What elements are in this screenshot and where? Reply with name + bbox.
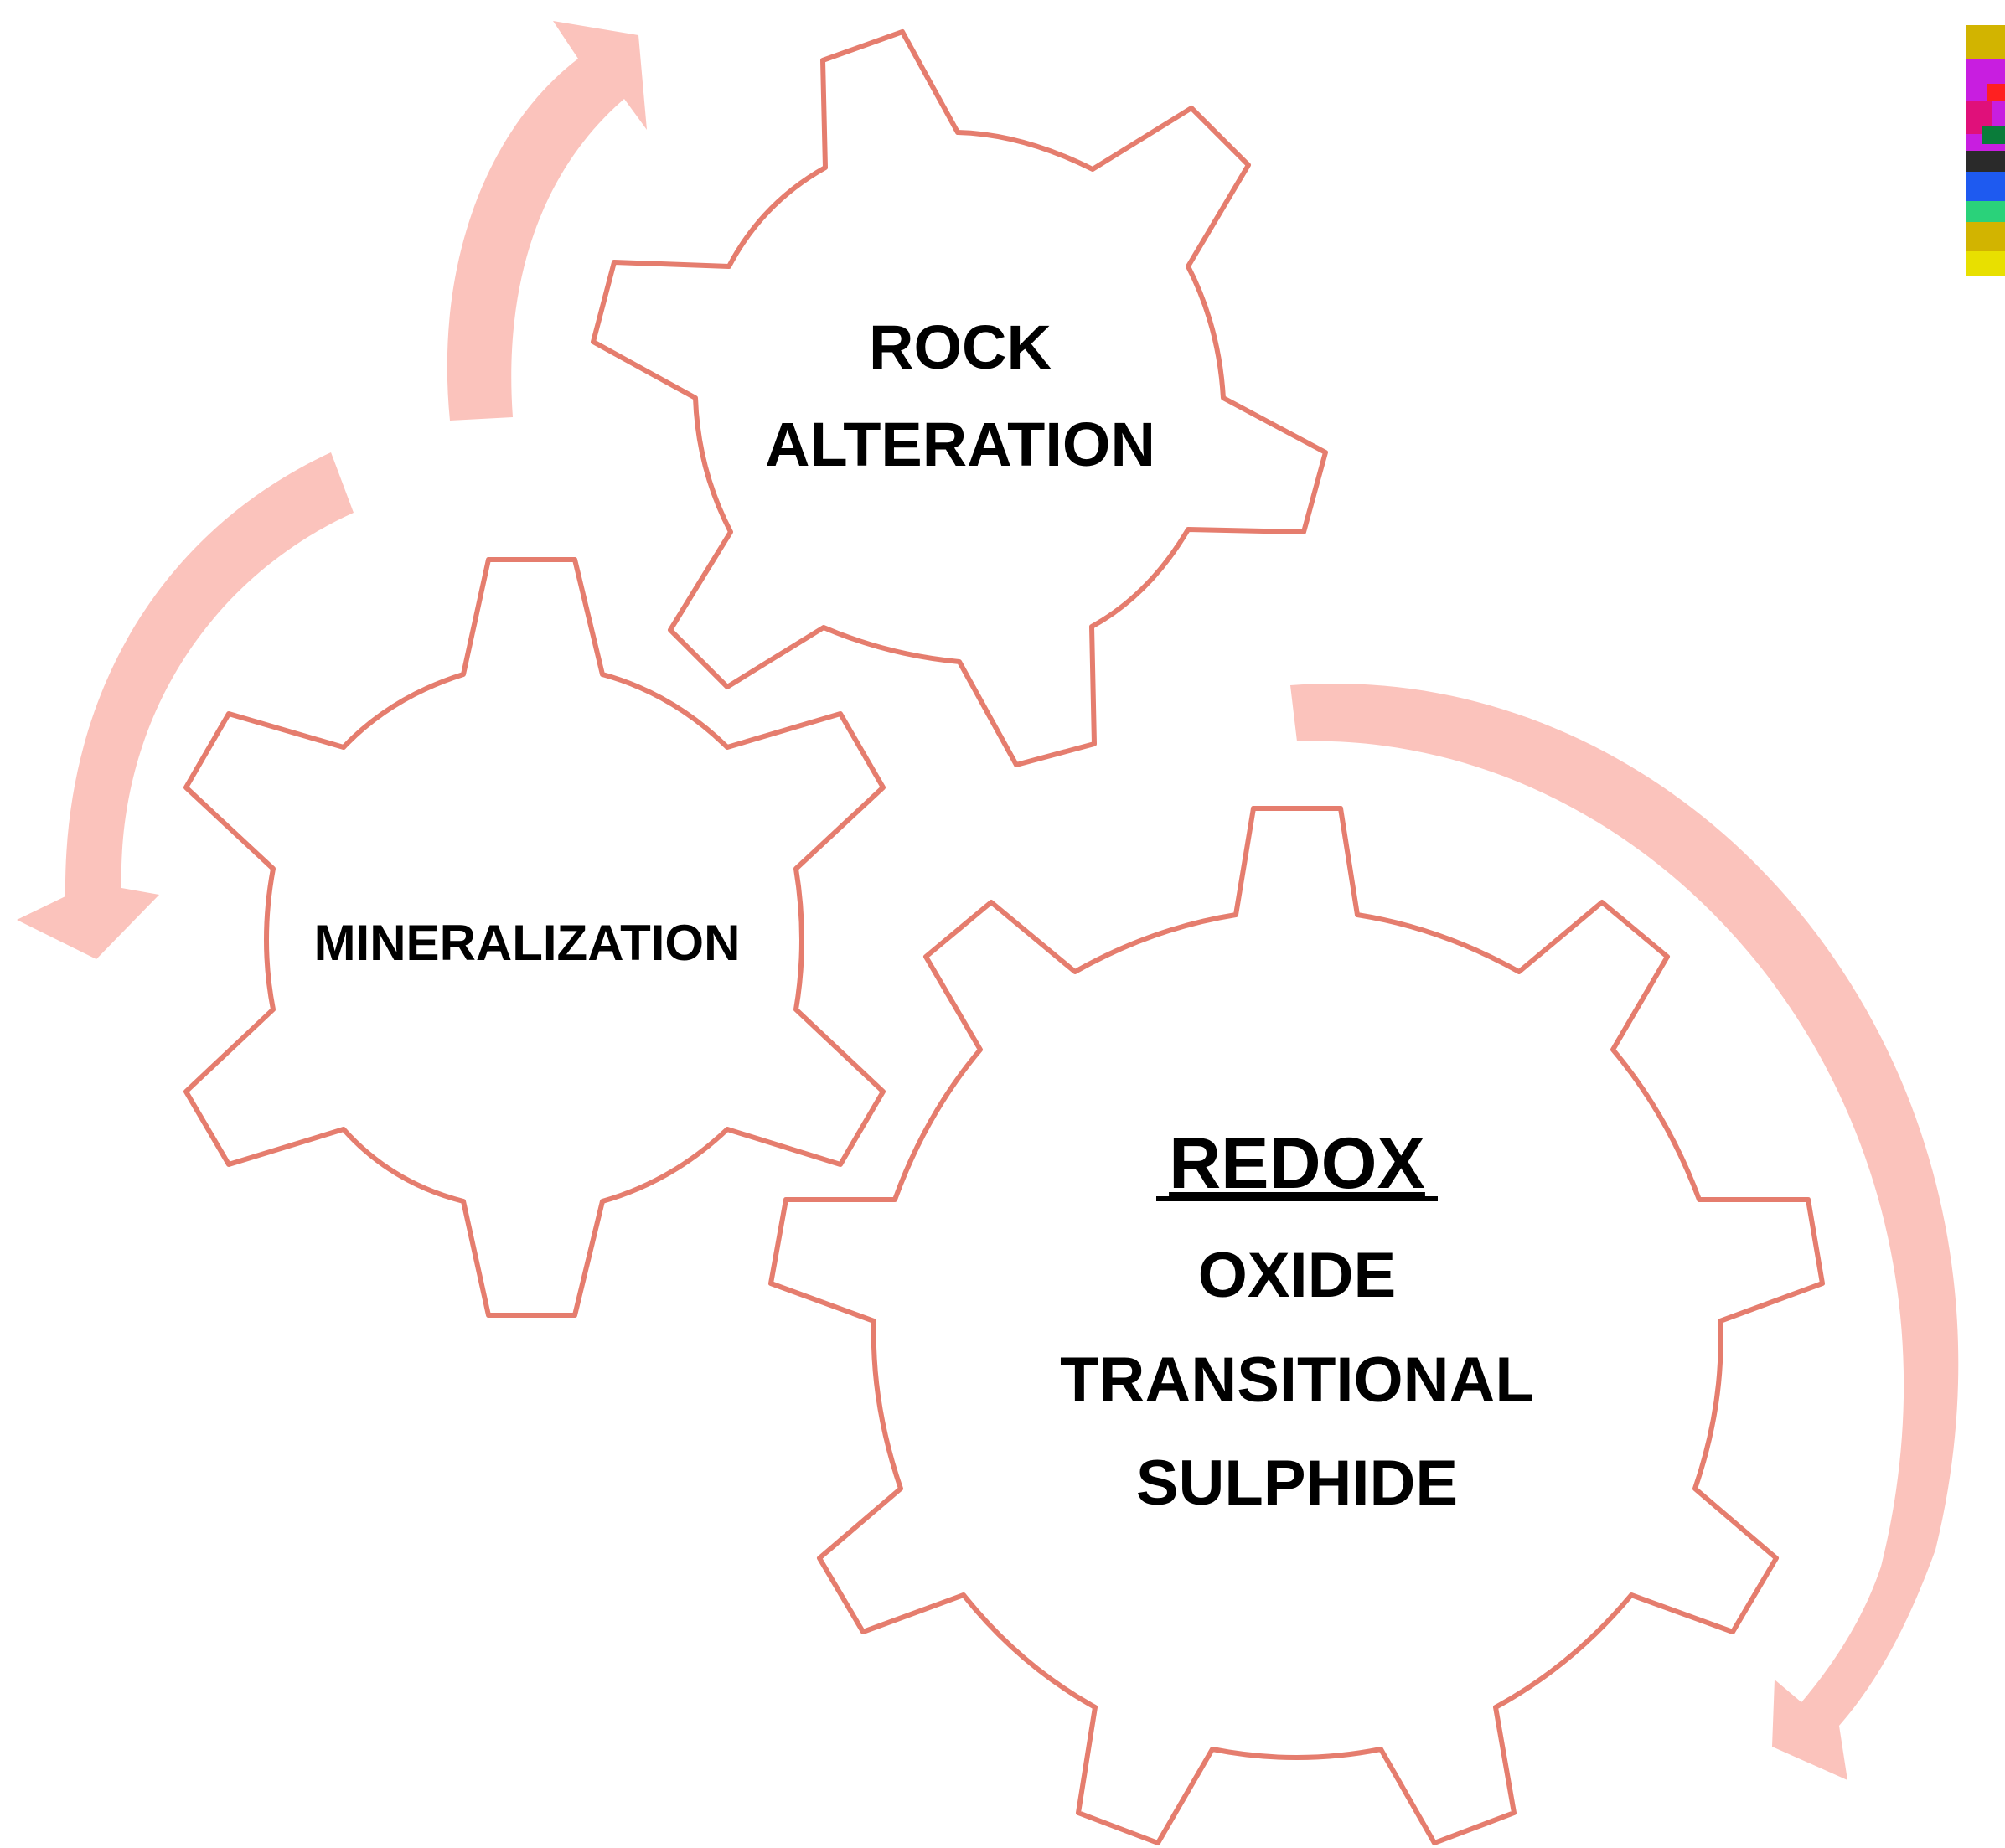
arrow-down-right-curve-body (1290, 683, 1959, 1781)
redox-label-transitional: TRANSITIONAL (1060, 1345, 1534, 1416)
rock-alteration-label-line1: ROCK (869, 312, 1052, 382)
corner-thumbnail-image (1966, 25, 2005, 276)
rock-alteration-gear-outline (591, 29, 1328, 767)
arrow-up-curve-icon (447, 21, 647, 421)
arrow-down-left-curve-icon (17, 452, 354, 959)
redox-title: REDOX (1169, 1123, 1425, 1204)
arrow-up-curve-body (447, 21, 647, 421)
redox-gear: REDOX OXIDE TRANSITIONAL SULPHIDE (768, 806, 1825, 1845)
redox-label-sulphide: SULPHIDE (1136, 1448, 1458, 1519)
mineralization-gear: MINERALIZATION (183, 557, 886, 1318)
arrow-down-left-curve-body (17, 452, 354, 959)
mineralization-gear-outline (183, 557, 886, 1318)
mineralization-label: MINERALIZATION (314, 915, 741, 971)
redox-label-oxide: OXIDE (1198, 1240, 1397, 1311)
arrow-down-right-curve-icon (1290, 683, 1959, 1781)
redox-gear-outline (768, 806, 1825, 1845)
rock-alteration-label-line2: ALTERATION (765, 410, 1155, 479)
rock-alteration-gear: ROCK ALTERATION (591, 29, 1328, 767)
